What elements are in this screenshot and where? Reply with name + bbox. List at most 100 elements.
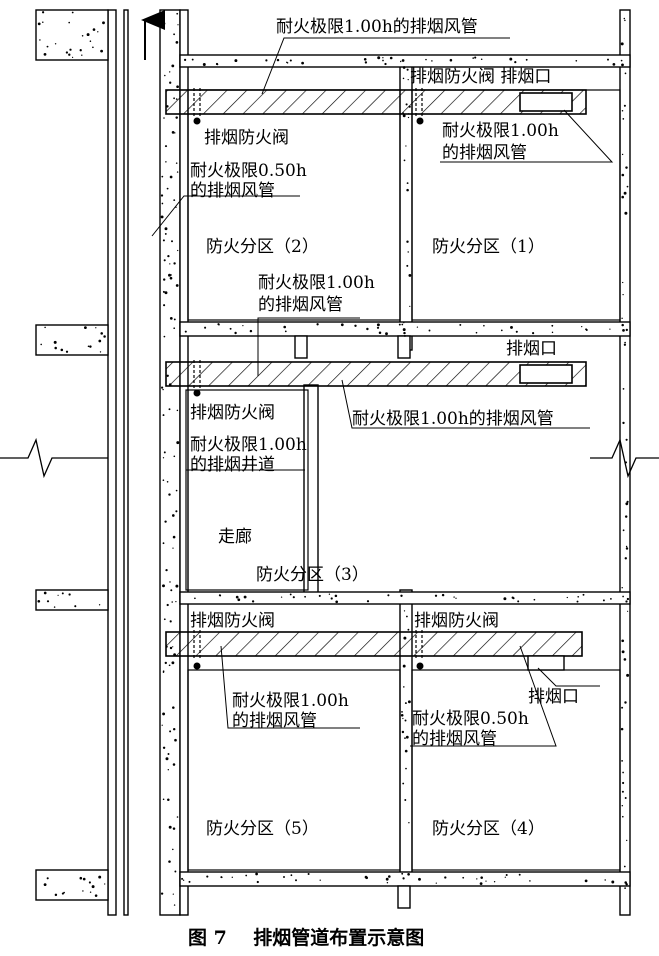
concrete-speck [444,876,447,879]
concrete-speck [462,876,465,879]
concrete-speck [620,59,623,62]
concrete-speck [480,876,483,879]
concrete-speck [517,600,520,603]
concrete-speck [377,56,381,60]
concrete-speck [167,798,170,802]
concrete-speck [216,63,219,66]
concrete-speck [416,326,419,328]
concrete-speck [307,872,310,876]
concrete-speck [406,240,409,243]
concrete-speck [162,414,165,417]
concrete-speck [255,872,258,876]
concrete-speck [163,117,165,119]
concrete-speck [610,598,612,600]
concrete-speck [474,56,477,59]
concrete-speck [166,481,169,483]
concrete-speck [405,615,408,618]
shaft-label-line2: 的排烟井道 [190,455,275,475]
concrete-speck [161,202,164,205]
concrete-speck [624,557,627,560]
concrete-speck [43,53,47,56]
concrete-speck [171,240,173,243]
concrete-speck [622,595,624,598]
zone-4-label: 防火分区（4） [432,819,545,839]
floor2-main-duct-label: 耐火极限1.00h的排烟风管 [352,409,554,429]
concrete-speck [364,61,368,64]
concrete-speck [483,324,485,327]
concrete-speck [576,600,579,603]
concrete-speck [403,331,406,335]
concrete-speck [168,273,171,277]
concrete-speck [171,131,175,134]
concrete-speck [533,598,536,601]
concrete-speck [402,877,405,880]
concrete-speck [171,601,173,603]
concrete-speck [621,317,623,320]
break-lines [0,437,659,479]
concrete-speck [173,904,176,906]
concrete-speck [290,874,293,877]
concrete-speck [65,350,69,353]
concrete-speck [218,323,220,326]
concrete-speck [173,199,176,202]
concrete-speck [621,639,625,643]
concrete-speck [60,348,64,352]
concrete-speck [402,77,405,80]
concrete-speck [403,159,406,162]
concrete-speck [91,885,95,889]
floor1-right-duct-line2: 的排烟风管 [442,143,527,163]
concrete-speck [221,876,223,879]
concrete-speck [453,596,455,598]
concrete-speck [624,341,626,344]
concrete-speck [407,628,410,631]
concrete-speck [289,59,292,62]
concrete-speck [102,21,105,25]
concrete-speck [625,502,629,506]
concrete-speck [585,329,588,331]
concrete-speck [604,879,606,881]
concrete-speck [165,161,167,163]
concrete-speck [81,54,83,56]
concrete-speck [551,324,554,327]
concrete-speck [92,46,94,49]
concrete-speck [104,883,106,885]
concrete-speck [68,21,70,24]
concrete-speck [163,451,166,454]
concrete-speck [403,686,405,688]
concrete-speck [169,317,173,320]
concrete-speck [280,596,283,598]
floor3-damper-right-label: 排烟防火阀 [414,611,499,631]
concrete-speck [173,327,176,330]
concrete-speck [406,182,409,185]
concrete-speck [176,85,179,89]
concrete-speck [175,41,179,44]
concrete-speck [167,753,170,755]
concrete-speck [493,881,496,883]
concrete-speck [402,328,406,332]
concrete-speck [283,876,285,878]
concrete-speck [245,874,248,877]
concrete-speck [169,175,173,179]
concrete-speck [620,42,624,46]
floor3-outlet-label: 排烟口 [528,687,579,707]
concrete-speck [162,239,165,242]
concrete-speck [99,351,102,353]
concrete-speck [162,712,166,716]
concrete-speck [61,592,64,595]
concrete-speck [623,191,627,195]
concrete-speck [622,529,625,532]
concrete-speck [54,893,58,897]
concrete-speck [566,596,568,599]
concrete-speck [98,339,102,343]
concrete-speck [176,441,180,445]
concrete-speck [581,325,583,328]
concrete-speck [515,330,518,333]
concrete-speck [172,848,174,851]
smoke-outlet-icon [527,655,565,671]
concrete-speck [401,59,405,62]
concrete-speck [401,730,405,734]
concrete-speck [81,35,84,37]
concrete-speck [98,604,101,606]
concrete-speck [103,335,106,338]
concrete-speck [500,329,503,332]
